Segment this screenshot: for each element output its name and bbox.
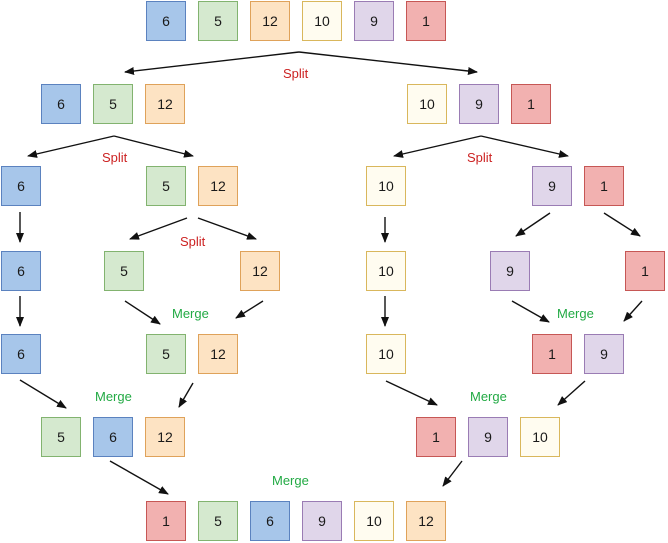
flow-arrow	[109, 460, 169, 495]
flow-arrow	[27, 135, 115, 158]
merge-label-left: Merge	[95, 389, 132, 404]
number-cell: 1	[406, 1, 446, 41]
number-cell: 9	[532, 166, 572, 206]
flow-arrow	[623, 300, 643, 322]
number-cell: 12	[240, 251, 280, 291]
number-cell: 9	[459, 84, 499, 124]
number-cell: 1	[511, 84, 551, 124]
number-cell: 1	[146, 501, 186, 541]
flow-arrow	[442, 460, 463, 487]
flow-arrow	[515, 212, 551, 237]
number-cell: 5	[146, 166, 186, 206]
number-cell: 10	[302, 1, 342, 41]
flow-arrow	[113, 135, 194, 158]
flow-arrow	[19, 379, 67, 409]
number-cell: 9	[584, 334, 624, 374]
number-cell: 12	[145, 84, 185, 124]
number-cell: 6	[1, 251, 41, 291]
flow-arrow	[385, 380, 438, 406]
split-label-right: Split	[467, 150, 493, 165]
flow-arrow	[557, 380, 586, 406]
split-label-left-pair: Split	[180, 234, 206, 249]
number-cell: 5	[41, 417, 81, 457]
number-cell: 12	[198, 166, 238, 206]
number-cell: 9	[468, 417, 508, 457]
number-cell: 12	[145, 417, 185, 457]
flow-arrow	[197, 217, 257, 240]
number-cell: 1	[532, 334, 572, 374]
number-cell: 5	[198, 1, 238, 41]
number-cell: 10	[366, 166, 406, 206]
flow-arrow	[511, 300, 550, 323]
flow-arrow	[124, 51, 300, 75]
flow-arrow	[393, 135, 482, 158]
flow-arrow	[129, 217, 188, 240]
flow-arrow	[178, 382, 194, 408]
merge-label-right-pair: Merge	[557, 306, 594, 321]
number-cell: 6	[1, 334, 41, 374]
number-cell: 5	[93, 84, 133, 124]
number-cell: 6	[250, 501, 290, 541]
flow-arrow	[235, 300, 264, 319]
merge-label-left-pair: Merge	[172, 306, 209, 321]
number-cell: 10	[354, 501, 394, 541]
number-cell: 10	[407, 84, 447, 124]
number-cell: 9	[302, 501, 342, 541]
number-cell: 1	[584, 166, 624, 206]
flow-arrow	[603, 212, 641, 237]
flow-arrow	[124, 300, 161, 325]
number-cell: 5	[146, 334, 186, 374]
number-cell: 12	[406, 501, 446, 541]
split-label-left: Split	[102, 150, 128, 165]
number-cell: 1	[416, 417, 456, 457]
flow-arrow	[480, 135, 569, 158]
number-cell: 10	[366, 334, 406, 374]
number-cell: 6	[41, 84, 81, 124]
number-cell: 9	[490, 251, 530, 291]
number-cell: 5	[104, 251, 144, 291]
number-cell: 6	[146, 1, 186, 41]
number-cell: 1	[625, 251, 665, 291]
flow-arrow	[298, 51, 478, 75]
number-cell: 9	[354, 1, 394, 41]
number-cell: 6	[1, 166, 41, 206]
number-cell: 6	[93, 417, 133, 457]
number-cell: 12	[250, 1, 290, 41]
split-label-top: Split	[283, 66, 309, 81]
number-cell: 12	[198, 334, 238, 374]
number-cell: 10	[366, 251, 406, 291]
merge-label-final: Merge	[272, 473, 309, 488]
merge-label-right: Merge	[470, 389, 507, 404]
number-cell: 10	[520, 417, 560, 457]
number-cell: 5	[198, 501, 238, 541]
